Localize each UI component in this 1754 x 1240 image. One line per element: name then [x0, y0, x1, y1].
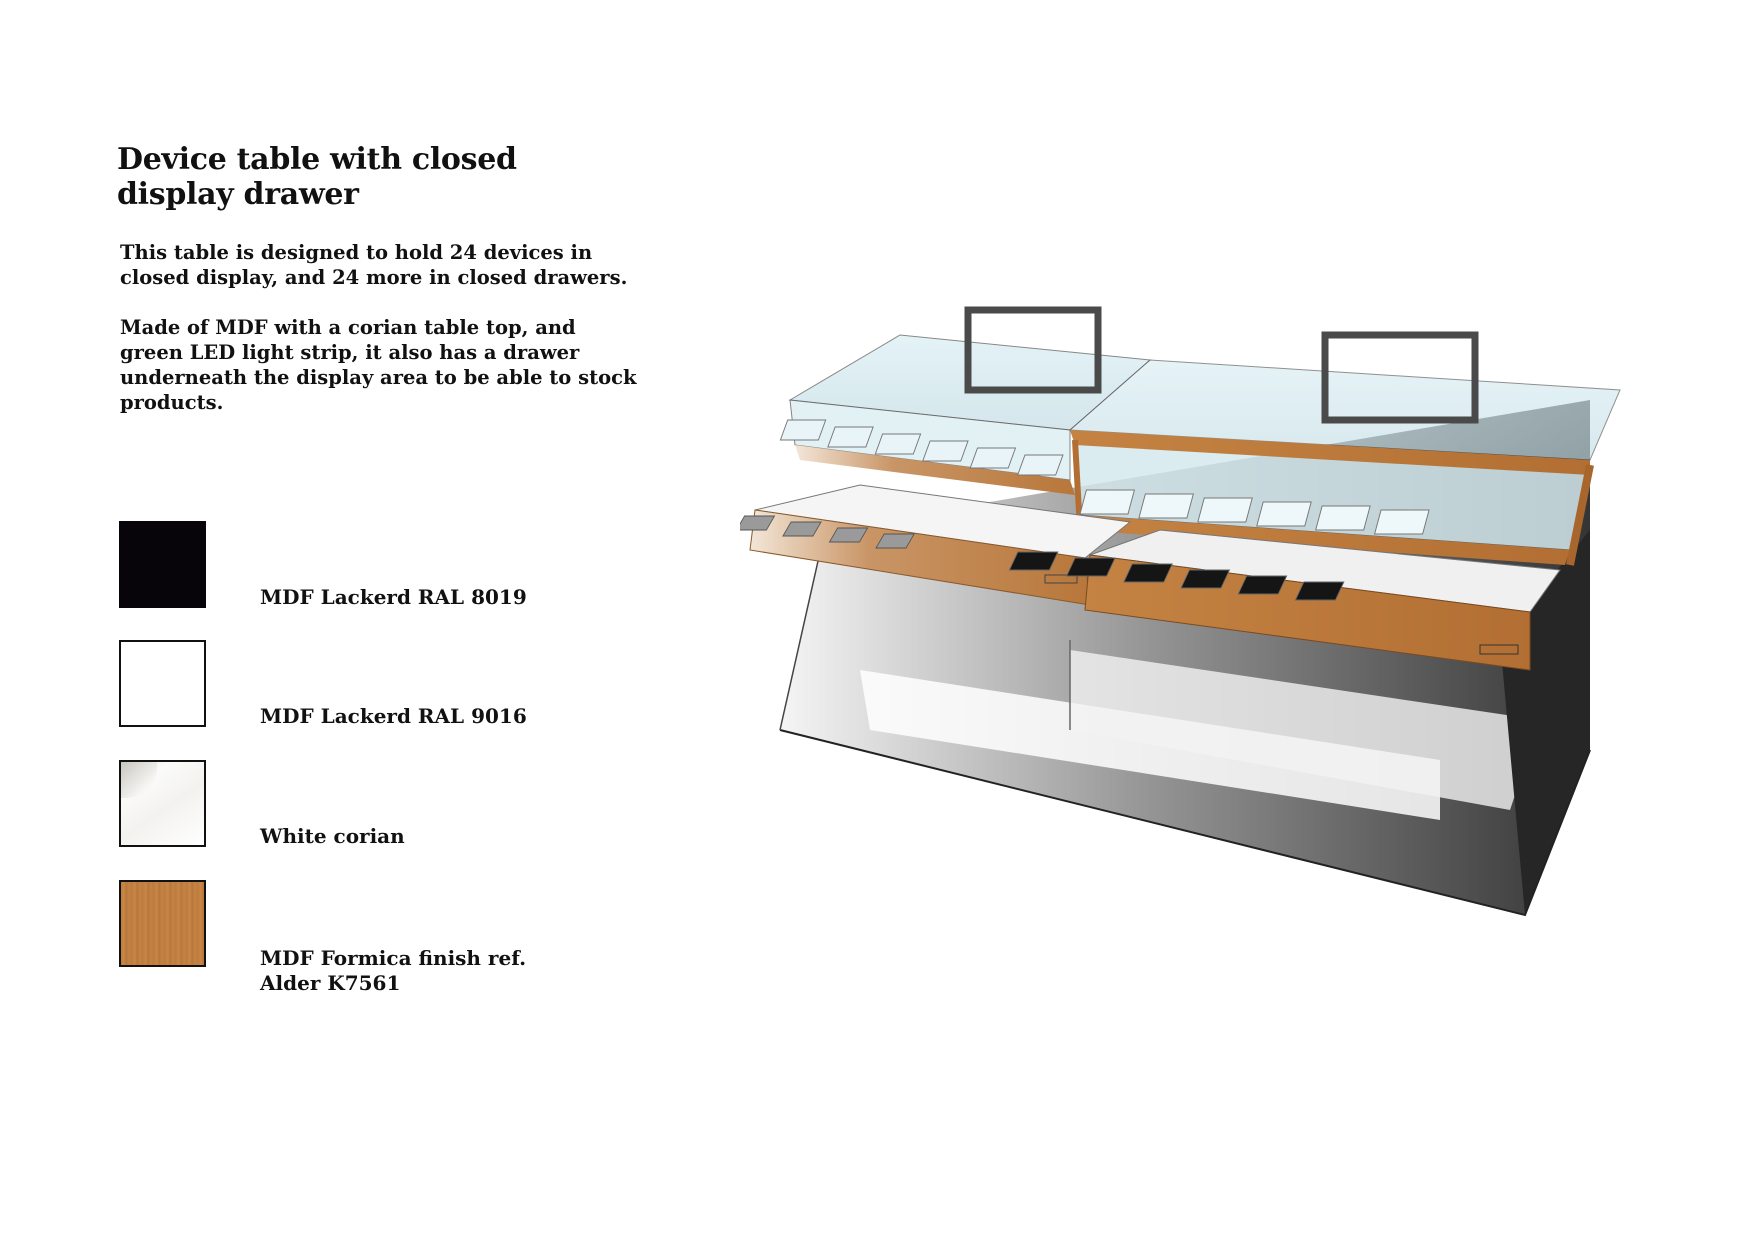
material-label-alder-line-1: MDF Formica finish ref. — [260, 946, 527, 970]
description-paragraph-1: This table is designed to hold 24 device… — [120, 241, 628, 289]
swatch-alder-wood — [119, 880, 206, 967]
material-label-white-corian: White corian — [260, 824, 405, 848]
screen-frames — [964, 306, 1479, 424]
left-display-case — [779, 334, 1152, 495]
swatch-white-mdf — [119, 640, 206, 727]
material-label-white-mdf: MDF Lackerd RAL 9016 — [260, 704, 527, 728]
material-label-alder-wood: MDF Formica finish ref. Alder K7561 — [260, 946, 580, 996]
right-display-case — [1068, 359, 1621, 566]
device-table-rendering — [740, 306, 1621, 917]
material-label-black-mdf: MDF Lackerd RAL 8019 — [260, 585, 527, 609]
description-paragraph-2: Made of MDF with a corian table top, and… — [120, 316, 637, 414]
swatch-white-corian — [119, 760, 206, 847]
corian-corner — [121, 762, 157, 798]
swatch-black-mdf — [119, 521, 206, 608]
right-drawer — [1008, 529, 1561, 671]
page-title: Device table with closed display drawer — [117, 142, 517, 212]
material-label-alder-line-2: Alder K7561 — [260, 971, 401, 995]
